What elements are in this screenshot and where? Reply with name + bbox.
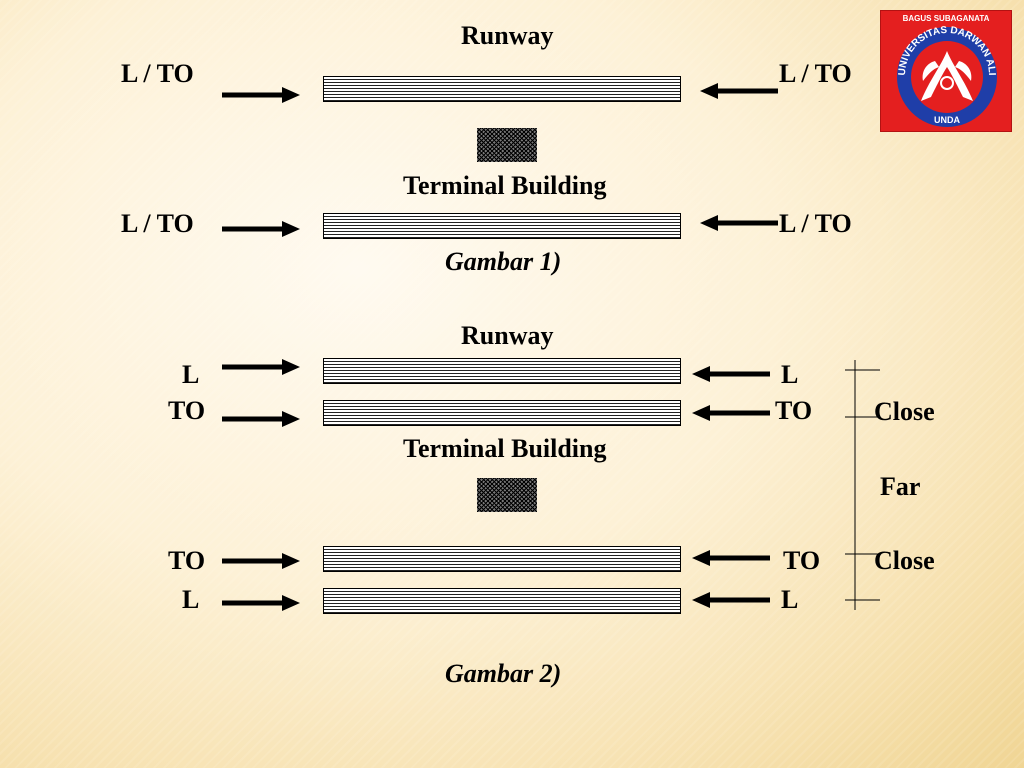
arrow-left-icon (692, 405, 770, 421)
far-label: Far (880, 472, 921, 501)
arrow-left-icon (700, 215, 778, 231)
landing-takeoff-right-label: L / TO (779, 209, 852, 238)
runway-strip (323, 358, 681, 384)
runway-strip (323, 400, 681, 426)
runway-strip (323, 213, 681, 239)
landing-left-label: L (182, 360, 200, 389)
arrow-right-icon (222, 221, 300, 237)
landing-left-label: L (182, 585, 200, 614)
arrow-left-icon (692, 550, 770, 566)
terminal-building-label: Terminal Building (403, 171, 607, 200)
distance-bracket (845, 360, 880, 610)
university-logo: BAGUS SUBAGANATA UNIVERSITAS DARWAN ALI … (880, 10, 1012, 132)
arrow-right-icon (222, 359, 300, 375)
arrow-left-icon (692, 592, 770, 608)
close-label: Close (874, 546, 935, 575)
logo-emblem-icon: UNIVERSITAS DARWAN ALI UNDA (897, 25, 997, 127)
takeoff-right-label: TO (783, 546, 821, 575)
landing-takeoff-right-label: L / TO (779, 59, 852, 88)
arrow-right-icon (222, 411, 300, 427)
arrow-right-icon (222, 87, 300, 103)
terminal-building-label: Terminal Building (403, 434, 607, 463)
runway-label-top: Runway (461, 21, 554, 50)
runway-strip (323, 76, 681, 102)
arrow-right-icon (222, 553, 300, 569)
logo-header-text: BAGUS SUBAGANATA (902, 14, 990, 23)
arrow-left-icon (692, 366, 770, 382)
takeoff-left-label: TO (168, 546, 206, 575)
arrow-right-icon (222, 595, 300, 611)
landing-right-label: L (781, 585, 799, 614)
runway-label: Runway (461, 321, 554, 350)
landing-takeoff-left-label: L / TO (121, 59, 194, 88)
takeoff-left-label: TO (168, 396, 206, 425)
runway-strip (323, 588, 681, 614)
terminal-building-block (477, 478, 537, 512)
landing-right-label: L (781, 360, 799, 389)
landing-takeoff-left-label: L / TO (121, 209, 194, 238)
figure-caption-2: Gambar 2) (445, 659, 562, 688)
terminal-building-block (477, 128, 537, 162)
figure-caption-1: Gambar 1) (445, 247, 562, 276)
arrow-left-icon (700, 83, 778, 99)
logo-bottom-text: UNDA (934, 115, 960, 125)
runway-strip (323, 546, 681, 572)
takeoff-right-label: TO (775, 396, 813, 425)
close-label: Close (874, 397, 935, 426)
